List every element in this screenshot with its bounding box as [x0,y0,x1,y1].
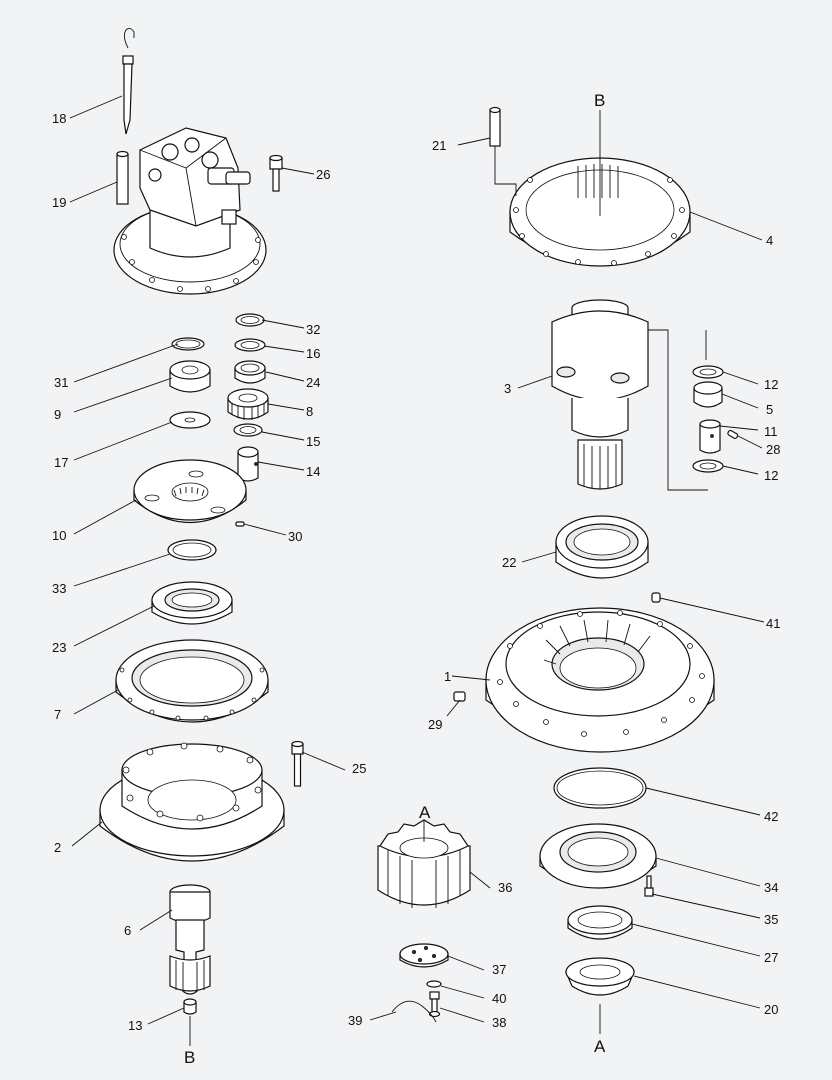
part-32-ring [235,313,265,327]
callout-23: 23 [52,640,66,655]
part-29-plug [453,691,466,702]
part-18-dipstick [122,27,135,135]
part-4-ring-gear [509,157,691,267]
part-9-gear [169,360,211,393]
part-23-bearing [151,581,233,625]
part-2-housing [99,742,285,862]
callout-33: 33 [52,581,66,596]
part-12-washer-top [692,365,724,379]
callout-7: 7 [54,707,61,722]
callout-31: 31 [54,375,68,390]
callout-9: 9 [54,407,61,422]
part-25-bolt [291,740,304,787]
callout-27: 27 [764,950,778,965]
ref-letter-a-gear: A [419,803,431,822]
part-21-pin [489,106,501,147]
callout-36: 36 [498,880,512,895]
callout-28: 28 [766,442,780,457]
part-11-pin [699,419,721,454]
part-31-snap-ring [171,337,205,351]
callout-30: 30 [288,529,302,544]
callout-8: 8 [306,404,313,419]
ref-letter-b-top: B [594,91,605,110]
callout-26: 26 [316,167,330,182]
callout-labels: 18 19 26 32 16 24 8 15 14 30 31 9 17 10 … [52,111,780,1033]
part-28-pin [727,429,739,439]
callout-22: 22 [502,555,516,570]
part-27-seal [567,905,633,940]
callout-35: 35 [764,912,778,927]
part-38-bolt [428,991,441,1018]
callout-3: 3 [504,381,511,396]
part-8-gear [227,388,269,420]
callout-25: 25 [352,761,366,776]
ref-letter-a-bottom: A [594,1037,606,1056]
callout-34: 34 [764,880,778,895]
ref-letter-b-bottom: B [184,1048,195,1067]
part-22-bearing [555,515,649,579]
callout-4: 4 [766,233,773,248]
callout-2: 2 [54,840,61,855]
part-36-pinion-gear [377,819,471,908]
callout-19: 19 [52,195,66,210]
part-30-pin [235,521,245,527]
part-34-cover [539,823,657,889]
part-3-carrier-shaft [551,299,649,490]
callout-41: 41 [766,616,780,631]
part-14-sleeve [237,446,259,482]
callout-5: 5 [766,402,773,417]
reference-letters: B A B A [184,91,606,1067]
part-37-plate [399,943,449,968]
part-7-ring-gear [115,639,269,723]
callout-29: 29 [428,717,442,732]
callout-11: 11 [764,424,778,439]
part-12-washer-bottom [692,459,724,473]
hydraulic-motor-assembly [113,127,267,295]
part-15-washer [233,423,263,437]
part-33-snap-ring [167,539,217,561]
part-1-housing [485,607,715,753]
callout-37: 37 [492,962,506,977]
callout-24: 24 [306,375,320,390]
part-16-washer [234,338,266,352]
part-10-carrier [133,459,247,524]
part-41-plug [651,592,661,603]
callout-16: 16 [306,346,320,361]
part-6-pinion-shaft [169,884,211,995]
part-35-bolt [644,875,654,897]
part-26-bolt [269,154,283,192]
part-17-thrust-washer [169,411,211,429]
part-13-plug [183,998,197,1015]
part-42-o-ring [553,767,647,809]
callout-21: 21 [432,138,446,153]
part-40-washer [426,980,442,988]
callout-39: 39 [348,1013,362,1028]
part-39-lock-wire [391,1000,437,1023]
callout-12-top: 12 [764,377,778,392]
callout-38: 38 [492,1015,506,1030]
callout-10: 10 [52,528,66,543]
callout-12-bottom: 12 [764,468,778,483]
leader-lines [69,95,765,1046]
part-20-cap [565,957,635,996]
part-19-pin [116,150,129,205]
callout-42: 42 [764,809,778,824]
callout-17: 17 [54,455,68,470]
callout-15: 15 [306,434,320,449]
callout-6: 6 [124,923,131,938]
callout-14: 14 [306,464,320,479]
callout-13: 13 [128,1018,142,1033]
callout-18: 18 [52,111,66,126]
part-24-bearing [234,360,266,384]
callout-40: 40 [492,991,506,1006]
part-5-gear [693,381,723,408]
callout-20: 20 [764,1002,778,1017]
callout-32: 32 [306,322,320,337]
callout-1: 1 [444,669,451,684]
